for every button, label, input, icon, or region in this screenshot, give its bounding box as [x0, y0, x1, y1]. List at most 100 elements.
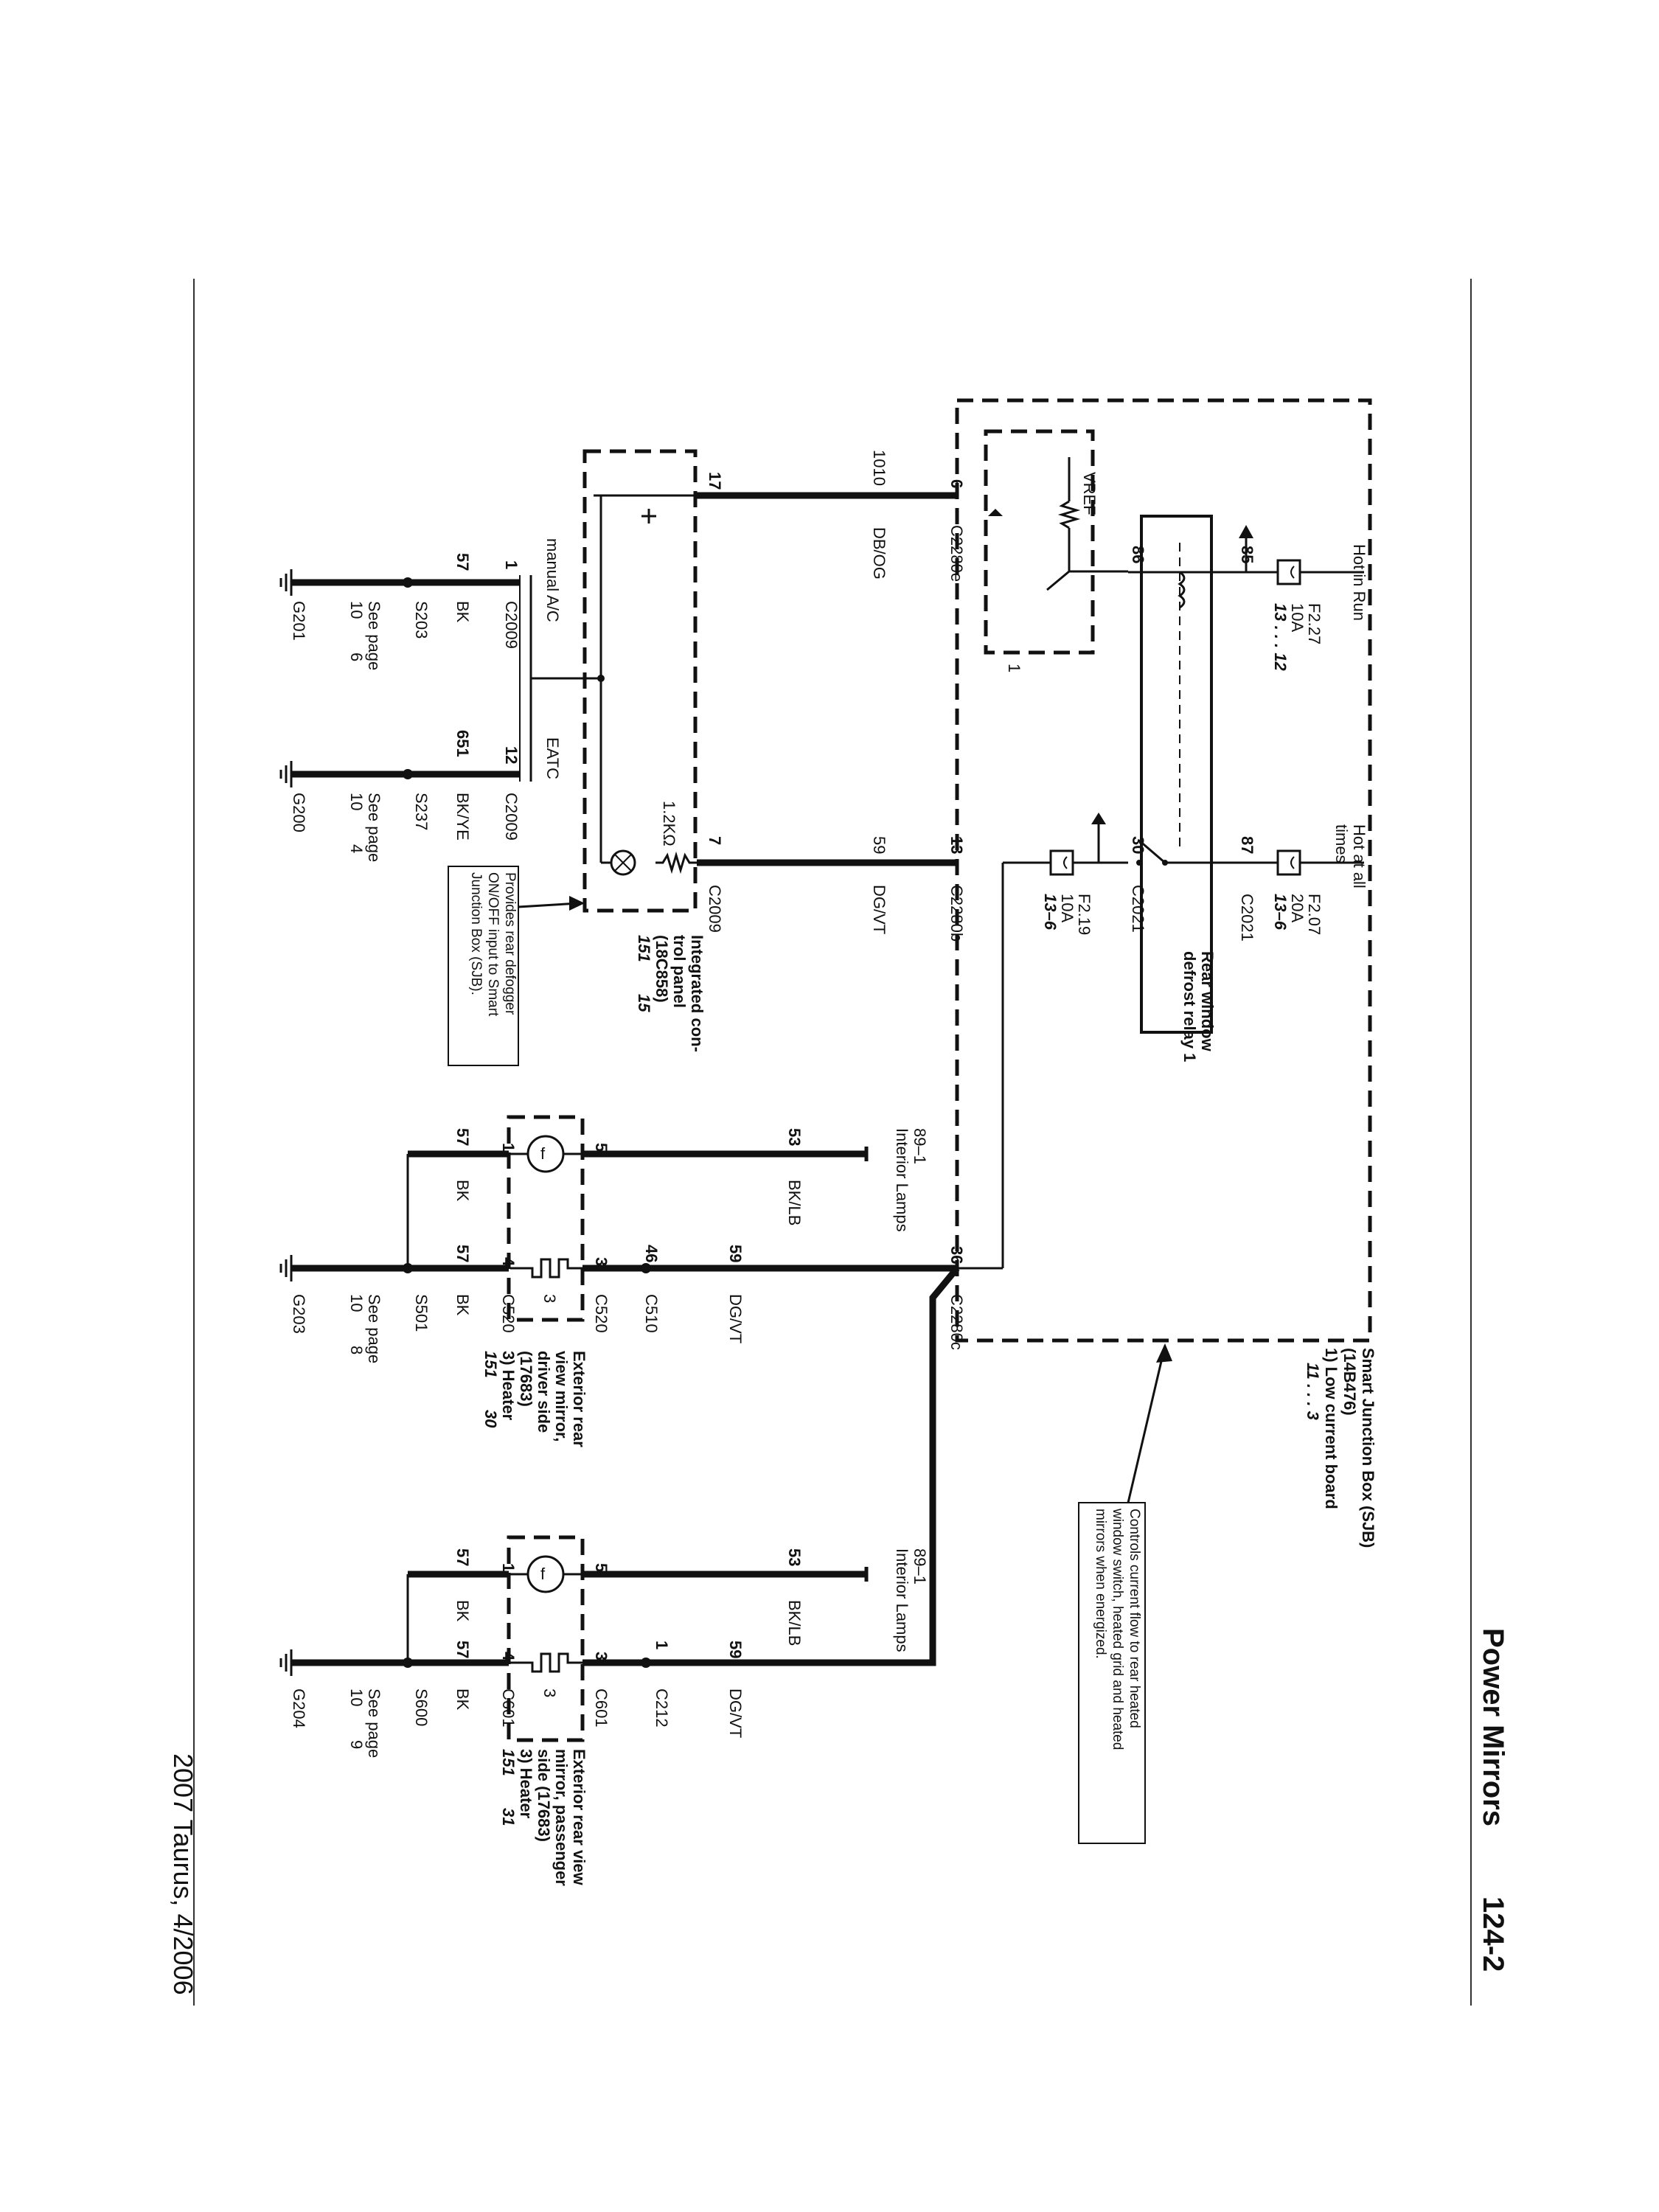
pin-36: 36	[947, 1246, 966, 1264]
fuse-f2-07-icon	[1276, 849, 1301, 876]
defrost-relay-label: Rear window defrost relay 1	[1180, 951, 1217, 1062]
svg-text:Smart Junction Box (SJB): Smart Junction Box (SJB)	[1359, 1348, 1377, 1548]
svg-text:f: f	[540, 1565, 546, 1583]
c510-pin: 46	[642, 1245, 661, 1262]
svg-text:Controls current flow to rear: Controls current flow to rear heated	[1127, 1509, 1142, 1728]
ground-g201: G201	[290, 601, 308, 641]
vref-label: VREF	[1080, 472, 1099, 515]
svg-text:Rear window: Rear window	[1198, 951, 1217, 1052]
driver-splice: S501	[412, 1294, 431, 1332]
passenger-page: 10	[347, 1688, 366, 1706]
wire-59-driver-circuit: 59	[726, 1245, 745, 1262]
option-eatc: EATC	[543, 737, 562, 779]
svg-text:1) Low current board: 1) Low current board	[1322, 1348, 1340, 1509]
wire-57-driver-b-color: BK	[453, 1294, 472, 1316]
fuse-f2-19-label: F2.19 10A 13–6	[1041, 894, 1093, 935]
fuse-f2-07-label: F2.07 20A 13–6	[1271, 894, 1324, 935]
interior-label-passenger: Interior Lamps	[893, 1548, 911, 1652]
wire-57-driver-b-circuit: 57	[453, 1245, 472, 1262]
vref-resistor-icon	[1057, 500, 1081, 529]
vref-switch-icon	[1046, 570, 1070, 591]
driver-page: 10	[347, 1294, 366, 1312]
ground-a-sub: 6	[347, 653, 366, 661]
svg-text:(14B476): (14B476)	[1340, 1348, 1359, 1416]
svg-text:mirrors when energized.: mirrors when energized.	[1093, 1509, 1108, 1659]
icp-block	[582, 449, 698, 913]
svg-text:31: 31	[499, 1808, 518, 1826]
svg-text:trol panel: trol panel	[670, 935, 689, 1008]
wire-1010-circuit: 1010	[870, 450, 888, 486]
pin-30: 30	[1129, 836, 1147, 854]
pin-6: 6	[947, 479, 966, 488]
sjb-note-arrowhead	[1156, 1343, 1172, 1363]
svg-text:window switch, heated grid and: window switch, heated grid and heated	[1110, 1508, 1125, 1750]
driver-pin-1: 1	[499, 1143, 518, 1152]
icp-note-arrow	[518, 902, 580, 908]
sjb-note: Controls current flow to rear heated win…	[1093, 1508, 1142, 1750]
hot-in-run-label: Hot in Run	[1350, 544, 1368, 621]
sjb-boundary	[955, 398, 1372, 1343]
wire-59-icp-circuit: 59	[870, 836, 888, 854]
svg-text:13 . . . 12: 13 . . . 12	[1271, 603, 1290, 671]
driver-heater-icon	[510, 1258, 582, 1279]
driver-connector-bottom: C520	[499, 1294, 518, 1333]
svg-text:Integrated con-: Integrated con-	[688, 935, 706, 1052]
svg-text:151: 151	[499, 1749, 518, 1776]
option-manual-ac: manual A/C	[543, 538, 562, 622]
ground-b-connector: C2009	[502, 793, 521, 841]
wire-59-passenger-run[interactable]	[693, 1266, 960, 1666]
wire-57-driver-a-color: BK	[453, 1180, 472, 1202]
hot-at-all-times-label: Hot at all times	[1332, 824, 1368, 888]
svg-text:3) Heater: 3) Heater	[499, 1351, 518, 1421]
wire-53-passenger-color: BK/LB	[785, 1600, 804, 1646]
icp-pin-7: 7	[706, 836, 724, 845]
ground-b-pin: 12	[502, 746, 521, 764]
svg-text:3) Heater: 3) Heater	[517, 1749, 535, 1819]
svg-text:driver side: driver side	[535, 1351, 553, 1433]
svg-text:(17683): (17683)	[517, 1351, 535, 1407]
icp-connector-c2009: C2009	[706, 885, 724, 933]
relay-switch-icon	[1138, 839, 1166, 864]
icp-pin-17: 17	[706, 472, 724, 490]
mirror-passenger-block	[507, 1535, 585, 1742]
connector-c2280c: C2280c	[947, 1294, 966, 1350]
ground-a-pin: 1	[502, 560, 521, 569]
svg-text:Junction Box (SJB).: Junction Box (SJB).	[468, 872, 484, 995]
mirror-driver-label: Exterior rear view mirror, driver side (…	[481, 1351, 588, 1447]
svg-text:f: f	[540, 1144, 546, 1163]
icp-label: Integrated con- trol panel (18C858) 151 …	[635, 935, 706, 1052]
driver-pin-4: 4	[499, 1257, 518, 1267]
svg-text:mirror, passenger: mirror, passenger	[552, 1749, 571, 1886]
interior-ref-driver: 89–1	[911, 1128, 929, 1164]
svg-text:13–6: 13–6	[1271, 894, 1290, 931]
pin-86: 86	[1129, 546, 1147, 563]
svg-text:151: 151	[635, 935, 653, 962]
passenger-block-number: 3	[540, 1688, 559, 1697]
wire-57-driver-a-circuit: 57	[453, 1128, 472, 1146]
ground-b-page: 10	[347, 793, 366, 810]
interior-ref-passenger: 89–1	[911, 1548, 929, 1585]
wire-57-passenger-a-color: BK	[453, 1600, 472, 1622]
wire-53-driver-circuit: 53	[785, 1128, 804, 1146]
connector-c212: C212	[653, 1688, 671, 1728]
wire-57-passenger-a-circuit: 57	[453, 1548, 472, 1566]
ground-g200: G200	[290, 793, 308, 832]
passenger-pin-5: 5	[592, 1563, 611, 1572]
passenger-pin-3: 3	[592, 1652, 611, 1660]
svg-text:Provides rear defogger: Provides rear defogger	[502, 872, 518, 1015]
mirror-passenger-label: Exterior rear view mirror, passenger sid…	[499, 1749, 588, 1886]
page-title: Power Mirrors	[1477, 1628, 1509, 1826]
driver-sub: 8	[347, 1346, 366, 1354]
pin-13: 13	[947, 836, 966, 854]
svg-text:F2.19: F2.19	[1075, 894, 1093, 935]
svg-text:151: 151	[481, 1351, 500, 1378]
passenger-mirror-motor-icon	[526, 1555, 565, 1593]
passenger-pin-4: 4	[499, 1652, 518, 1661]
wire-53-driver-color: BK/LB	[785, 1180, 804, 1225]
ground-b-sub: 4	[347, 844, 366, 853]
ground-a-splice: S203	[412, 601, 431, 639]
driver-see: See page	[365, 1294, 383, 1363]
svg-text:defrost relay 1: defrost relay 1	[1180, 951, 1199, 1062]
fuse-f2-19-icon	[1049, 849, 1074, 876]
driver-pin-3: 3	[592, 1257, 611, 1266]
